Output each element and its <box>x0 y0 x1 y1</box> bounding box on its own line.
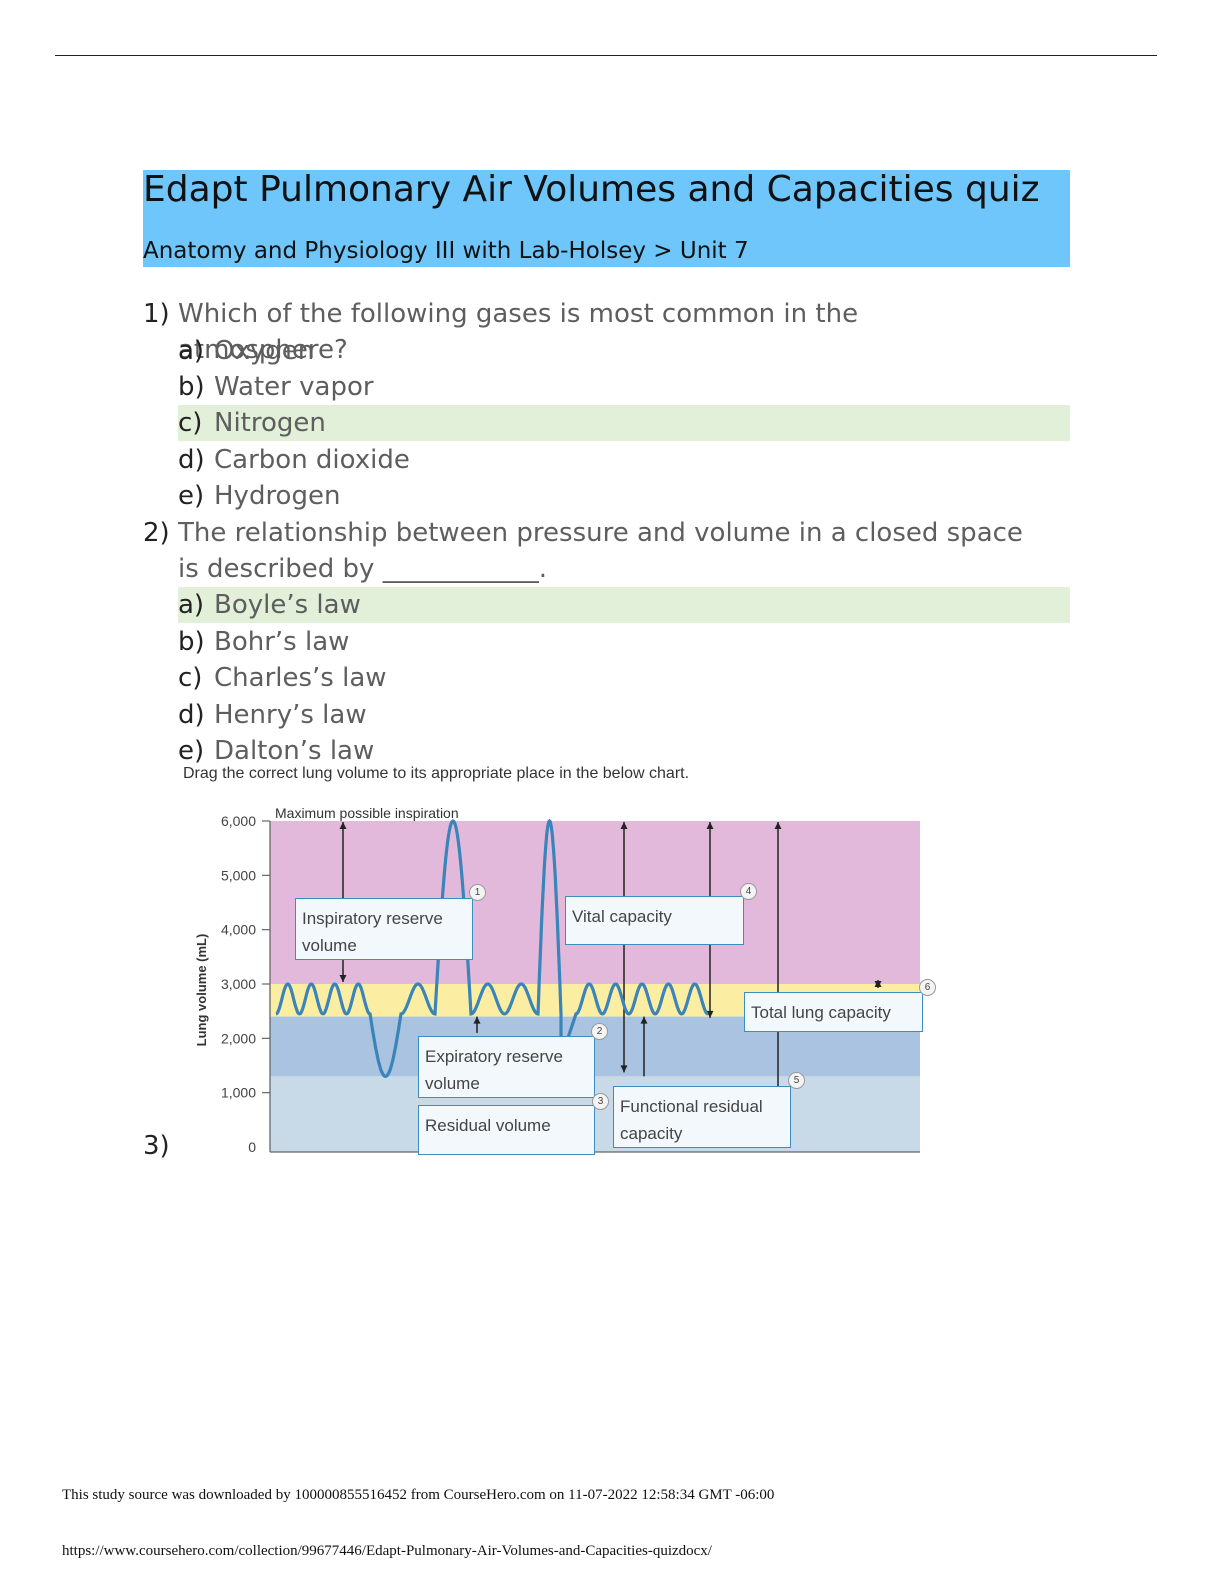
question-text: Which of the following gases is most com… <box>178 299 859 365</box>
breadcrumb: Anatomy and Physiology III with Lab-Hols… <box>143 238 749 264</box>
option-text: Nitrogen <box>214 408 326 438</box>
badge-6: 6 <box>919 979 936 996</box>
source-url[interactable]: https://www.coursehero.com/collection/99… <box>62 1543 712 1559</box>
top-rule <box>55 55 1157 56</box>
drop-label: Vital capacity <box>572 907 672 926</box>
badge-3: 3 <box>592 1093 609 1110</box>
drop-label: Inspiratory reserve volume <box>302 909 443 955</box>
y-tick-label: 0 <box>248 1139 256 1155</box>
vc-arrow-head <box>620 822 628 829</box>
drop-target-4[interactable]: Vital capacity <box>565 896 744 945</box>
tlc-arrow-head <box>774 822 782 829</box>
option-letter: a) <box>178 336 205 366</box>
question-number: 1) <box>143 299 170 329</box>
title-block: Edapt Pulmonary Air Volumes and Capaciti… <box>143 169 1070 267</box>
drop-target-3[interactable]: Residual volume <box>418 1105 595 1155</box>
y-tick-label: 4,000 <box>221 922 256 938</box>
drop-target-5[interactable]: Functional residual capacity <box>613 1086 791 1148</box>
y-tick-label: 3,000 <box>221 976 256 992</box>
option-text: Henry’s law <box>214 700 367 730</box>
frc-arrow-head <box>640 1016 648 1024</box>
question-2: 2) The relationship between pressure and… <box>143 515 1043 587</box>
max-inspiration-label: Maximum possible inspiration <box>275 805 459 821</box>
drop-target-6[interactable]: Total lung capacity <box>744 992 923 1032</box>
erv-arrow-head <box>473 1016 481 1024</box>
option-letter: e) <box>178 481 205 511</box>
drop-label: Residual volume <box>425 1116 551 1135</box>
question-3-instruction: Drag the correct lung volume to its appr… <box>183 765 690 782</box>
y-tick-label: 5,000 <box>221 867 256 883</box>
badge-4: 4 <box>740 883 757 900</box>
option-text: Boyle’s law <box>214 590 361 620</box>
option-text: Carbon dioxide <box>214 445 410 475</box>
option-letter: a) <box>178 590 205 620</box>
option-letter: d) <box>178 700 205 730</box>
page-title: Edapt Pulmonary Air Volumes and Capaciti… <box>143 169 1040 210</box>
question-1: 1) Which of the following gases is most … <box>143 296 1043 365</box>
drop-target-2[interactable]: Expiratory reserve volume <box>418 1036 595 1098</box>
irv-arrow-tail <box>339 975 347 982</box>
y-tick-label: 6,000 <box>221 813 256 829</box>
option-text: Bohr’s law <box>214 627 350 657</box>
download-notice: This study source was downloaded by 1000… <box>62 1487 775 1503</box>
drop-target-1[interactable]: Inspiratory reserve volume <box>295 898 473 960</box>
badge-1: 1 <box>469 884 486 901</box>
option-1c-correct[interactable]: c) Nitrogen <box>178 405 1070 441</box>
question-number: 2) <box>143 518 170 548</box>
badge-5: 5 <box>788 1072 805 1089</box>
option-letter: d) <box>178 445 205 475</box>
option-letter: b) <box>178 372 205 402</box>
lung-volume-figure: Drag the correct lung volume to its appr… <box>178 760 958 1170</box>
drop-label: Functional residual capacity <box>620 1097 763 1143</box>
ic-arrow-head <box>706 822 714 829</box>
y-tick-label: 2,000 <box>221 1030 256 1046</box>
option-2a-correct[interactable]: a) Boyle’s law <box>178 587 1070 623</box>
option-text: Dalton’s law <box>214 736 375 766</box>
question-number-3: 3) <box>143 1131 170 1161</box>
option-text: Water vapor <box>214 372 374 402</box>
y-tick-label: 1,000 <box>221 1085 256 1101</box>
lung-volume-trace <box>275 818 709 1079</box>
drop-label: Expiratory reserve volume <box>425 1047 563 1093</box>
option-text: Oxygen <box>214 336 315 366</box>
option-letter: e) <box>178 736 205 766</box>
irv-arrow-head <box>339 822 347 829</box>
vc-arrow-tail <box>620 1065 628 1073</box>
drop-label: Total lung capacity <box>751 1003 891 1022</box>
option-text: Hydrogen <box>214 481 341 511</box>
option-text: Charles’s law <box>214 663 387 693</box>
badge-2: 2 <box>591 1023 608 1040</box>
vt-arrow-tail <box>874 981 882 988</box>
option-letter: b) <box>178 627 205 657</box>
option-letter: c) <box>178 663 203 693</box>
question-text: The relationship between pressure and vo… <box>178 518 1023 584</box>
volume-band-3 <box>270 1076 920 1152</box>
y-axis-label: Lung volume (mL) <box>194 934 209 1047</box>
option-letter: c) <box>178 408 203 438</box>
